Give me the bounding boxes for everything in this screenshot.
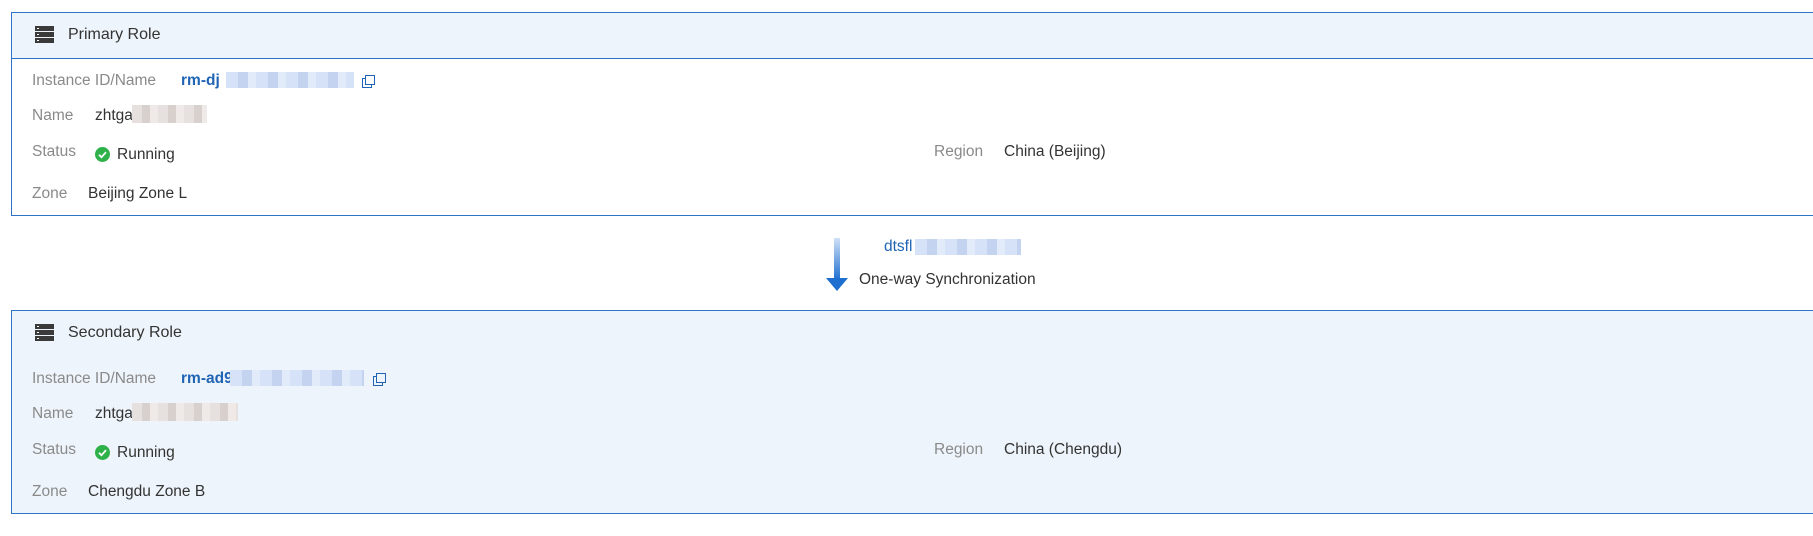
secondary-instance-id-redaction [230,370,364,386]
primary-instance-id-link[interactable]: rm-dj [181,72,220,89]
secondary-region-label: Region [934,441,984,458]
primary-role-header: Primary Role [12,13,1813,59]
check-circle-icon [95,147,110,162]
primary-instance-id-redaction [226,72,354,88]
primary-status-value: Running [117,146,175,163]
secondary-instance-label: Instance ID/Name [32,370,157,387]
sync-mode-label: One-way Synchronization [859,271,1036,288]
secondary-role-header: Secondary Role [12,311,1813,356]
primary-instance-label: Instance ID/Name [32,72,157,89]
arrow-down-icon [826,238,848,291]
primary-role-title: Primary Role [68,26,161,43]
primary-name-redaction [132,105,207,123]
server-icon [35,26,54,43]
secondary-zone-label: Zone [32,483,68,500]
secondary-role-card: Secondary Role [11,310,1813,514]
primary-zone-label: Zone [32,185,68,202]
primary-zone-value: Beijing Zone L [88,185,188,202]
server-icon [35,324,54,341]
sync-task-link[interactable]: dtsfl [884,238,913,255]
secondary-name-redaction [132,403,238,421]
primary-region-value: China (Beijing) [1004,143,1106,160]
check-circle-icon [95,445,110,460]
secondary-name-label: Name [32,405,74,422]
secondary-region-value: China (Chengdu) [1004,441,1123,458]
copy-icon[interactable] [362,75,375,88]
secondary-role-title: Secondary Role [68,324,182,341]
primary-role-card: Primary Role [11,12,1813,216]
secondary-zone-value: Chengdu Zone B [88,483,206,500]
secondary-status-value: Running [117,444,175,461]
secondary-instance-id-link[interactable]: rm-ad9 [181,370,233,387]
primary-name-value: zhtga [95,107,133,124]
copy-icon[interactable] [373,373,386,386]
secondary-status-label: Status [32,441,76,458]
secondary-name-value: zhtga [95,405,133,422]
primary-region-label: Region [934,143,984,160]
primary-name-label: Name [32,107,74,124]
primary-status-label: Status [32,143,76,160]
sync-task-redaction [915,239,1021,255]
